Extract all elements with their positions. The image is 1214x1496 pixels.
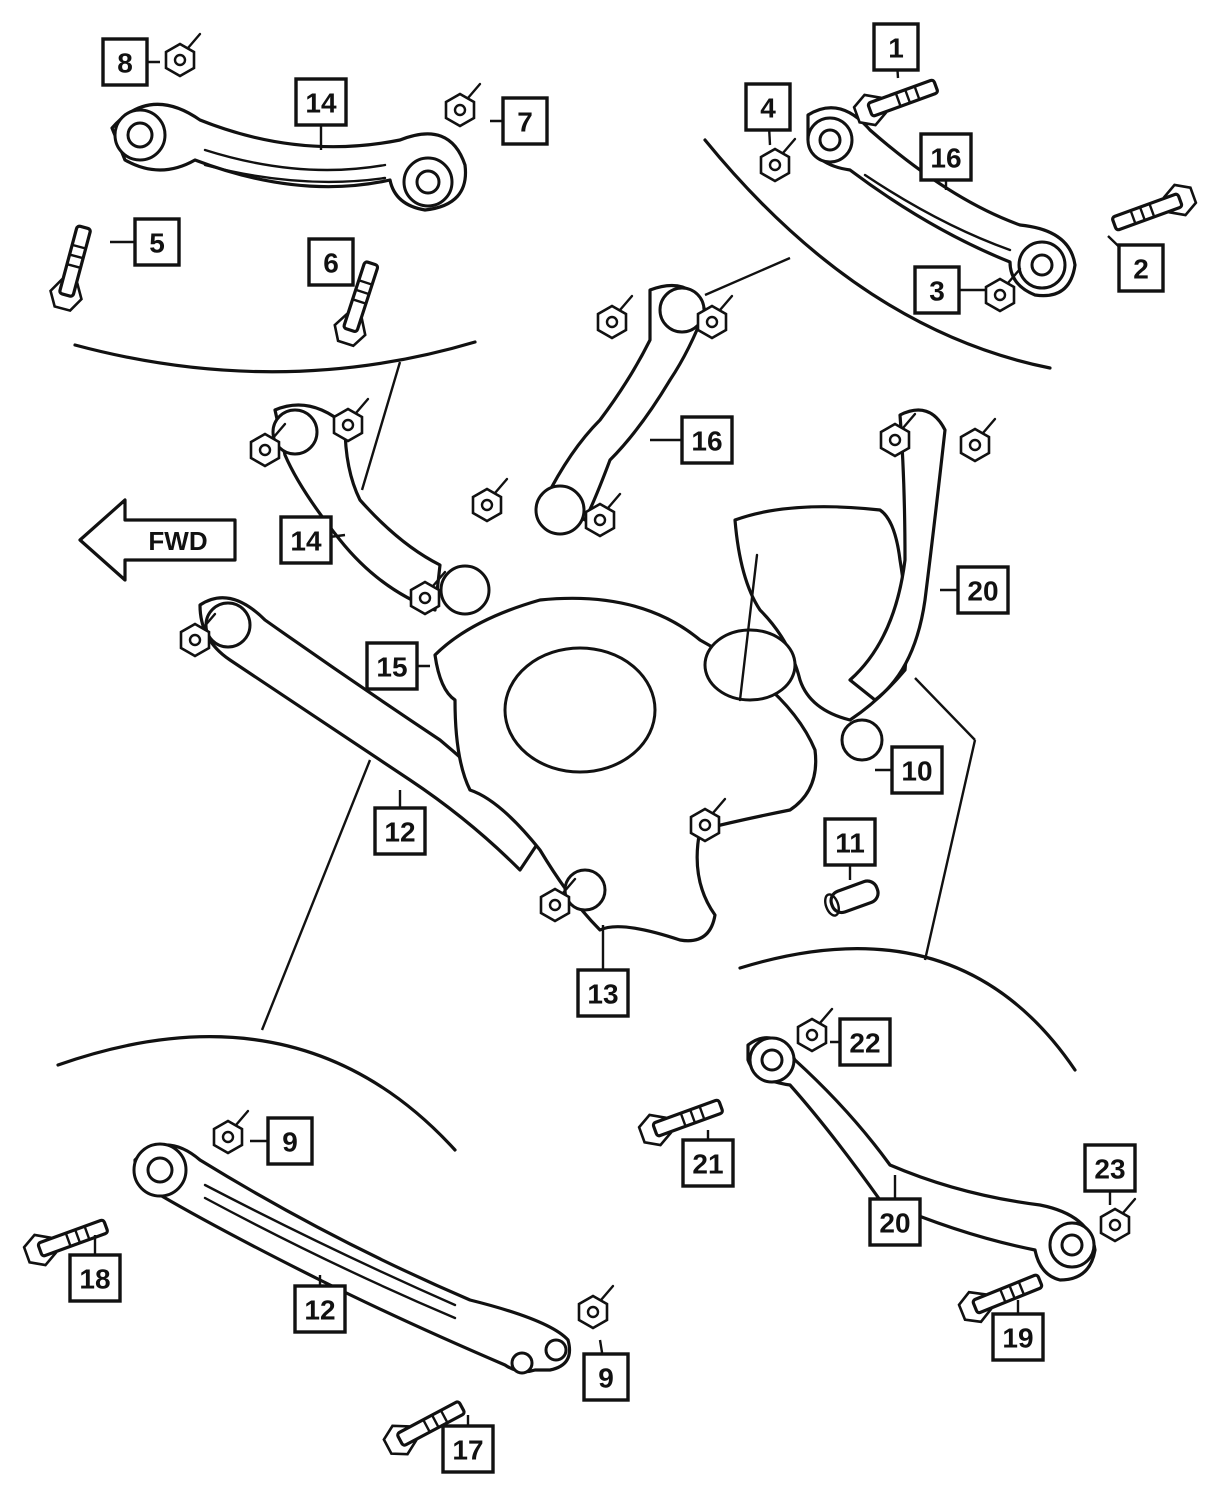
- callout-box: [307, 237, 355, 287]
- callout-number: 14: [290, 526, 322, 557]
- callout-box: [913, 265, 961, 315]
- callout-box: [919, 132, 973, 182]
- callout-c14b: 14: [279, 515, 346, 565]
- fwd-arrow: FWD: [78, 498, 237, 582]
- callout-number: 9: [282, 1127, 298, 1158]
- callout-c9a: 9: [250, 1116, 314, 1166]
- upper-arm-14-detail: [45, 32, 482, 350]
- callout-box: [279, 515, 333, 565]
- callout-number: 7: [517, 107, 533, 138]
- callout-number: 17: [452, 1435, 483, 1466]
- callout-c8: 8: [101, 37, 160, 87]
- callout-number: 5: [149, 228, 165, 259]
- callout-box: [266, 1116, 314, 1166]
- knuckle-assembly: [179, 283, 997, 943]
- callout-c16a: 16: [919, 132, 973, 190]
- callout-box: [293, 1284, 347, 1334]
- callout-number: 11: [835, 828, 865, 859]
- callout-c23: 23: [1083, 1143, 1137, 1205]
- callout-box: [1083, 1143, 1137, 1193]
- callout-box: [501, 96, 549, 146]
- callout-c22: 22: [830, 1017, 892, 1067]
- callout-number: 14: [305, 88, 337, 119]
- callout-number: 6: [323, 248, 339, 279]
- callout-box: [991, 1312, 1045, 1362]
- callout-number: 22: [849, 1028, 880, 1059]
- callout-c18: 18: [68, 1235, 122, 1303]
- callout-labels: 1234567899101112121314141516161718192020…: [68, 22, 1165, 1474]
- callout-box: [890, 745, 944, 795]
- callout-number: 20: [967, 576, 998, 607]
- fwd-label: FWD: [148, 526, 207, 556]
- callout-number: 1: [888, 33, 904, 64]
- callout-box: [1117, 243, 1165, 293]
- callout-number: 18: [79, 1264, 110, 1295]
- callout-c19: 19: [991, 1300, 1045, 1362]
- callout-c15: 15: [365, 641, 430, 691]
- callout-c20a: 20: [940, 565, 1010, 615]
- callout-c21: 21: [681, 1130, 735, 1188]
- callout-c11: 11: [823, 817, 877, 880]
- callout-c5: 5: [110, 217, 181, 267]
- callout-number: 12: [304, 1295, 335, 1326]
- callout-c20b: 20: [868, 1175, 922, 1247]
- callout-box: [373, 806, 427, 856]
- lower-arm-12-detail: [19, 1109, 615, 1463]
- callout-c2: 2: [1107, 235, 1165, 293]
- callout-c12a: 12: [373, 790, 427, 856]
- callout-box: [956, 565, 1010, 615]
- callout-box: [294, 77, 348, 127]
- callout-box: [365, 641, 419, 691]
- callout-number: 3: [929, 276, 945, 307]
- callout-box: [868, 1197, 922, 1247]
- callout-box: [872, 22, 920, 72]
- callout-number: 16: [930, 143, 961, 174]
- callout-c16b: 16: [650, 415, 734, 465]
- callout-number: 9: [598, 1363, 614, 1394]
- callout-c3: 3: [913, 265, 985, 315]
- callout-number: 8: [117, 48, 133, 79]
- callout-c17: 17: [441, 1415, 495, 1474]
- callout-box: [681, 1138, 735, 1188]
- callout-number: 15: [376, 652, 407, 683]
- callout-box: [576, 968, 630, 1018]
- callout-box: [582, 1352, 630, 1402]
- callout-box: [744, 82, 792, 132]
- callout-c4: 4: [744, 82, 792, 146]
- callout-c1: 1: [872, 22, 920, 79]
- callout-box: [680, 415, 734, 465]
- callout-number: 16: [691, 426, 722, 457]
- callout-c12b: 12: [293, 1275, 347, 1334]
- callout-c13: 13: [576, 925, 630, 1018]
- callout-number: 21: [692, 1149, 723, 1180]
- callout-number: 10: [901, 756, 932, 787]
- callout-c10: 10: [875, 745, 944, 795]
- callout-box: [441, 1424, 495, 1474]
- callout-number: 12: [384, 817, 415, 848]
- callout-box: [68, 1253, 122, 1303]
- callout-number: 20: [879, 1208, 910, 1239]
- lower-arm-20-detail: [634, 1007, 1137, 1329]
- callout-number: 2: [1133, 254, 1149, 285]
- callout-c9b: 9: [582, 1339, 630, 1402]
- callout-c6: 6: [307, 237, 355, 287]
- callout-box: [133, 217, 181, 267]
- callout-box: [838, 1017, 892, 1067]
- callout-box: [823, 817, 877, 867]
- callout-box: [101, 37, 149, 87]
- section-outlines: [56, 138, 1077, 1152]
- callout-number: 4: [760, 93, 776, 124]
- callout-number: 19: [1002, 1323, 1033, 1354]
- upper-arm-16-detail: [759, 69, 1201, 313]
- callout-c14a: 14: [294, 77, 348, 150]
- callout-number: 13: [587, 979, 618, 1010]
- callout-number: 23: [1094, 1154, 1125, 1185]
- callout-c7: 7: [490, 96, 549, 146]
